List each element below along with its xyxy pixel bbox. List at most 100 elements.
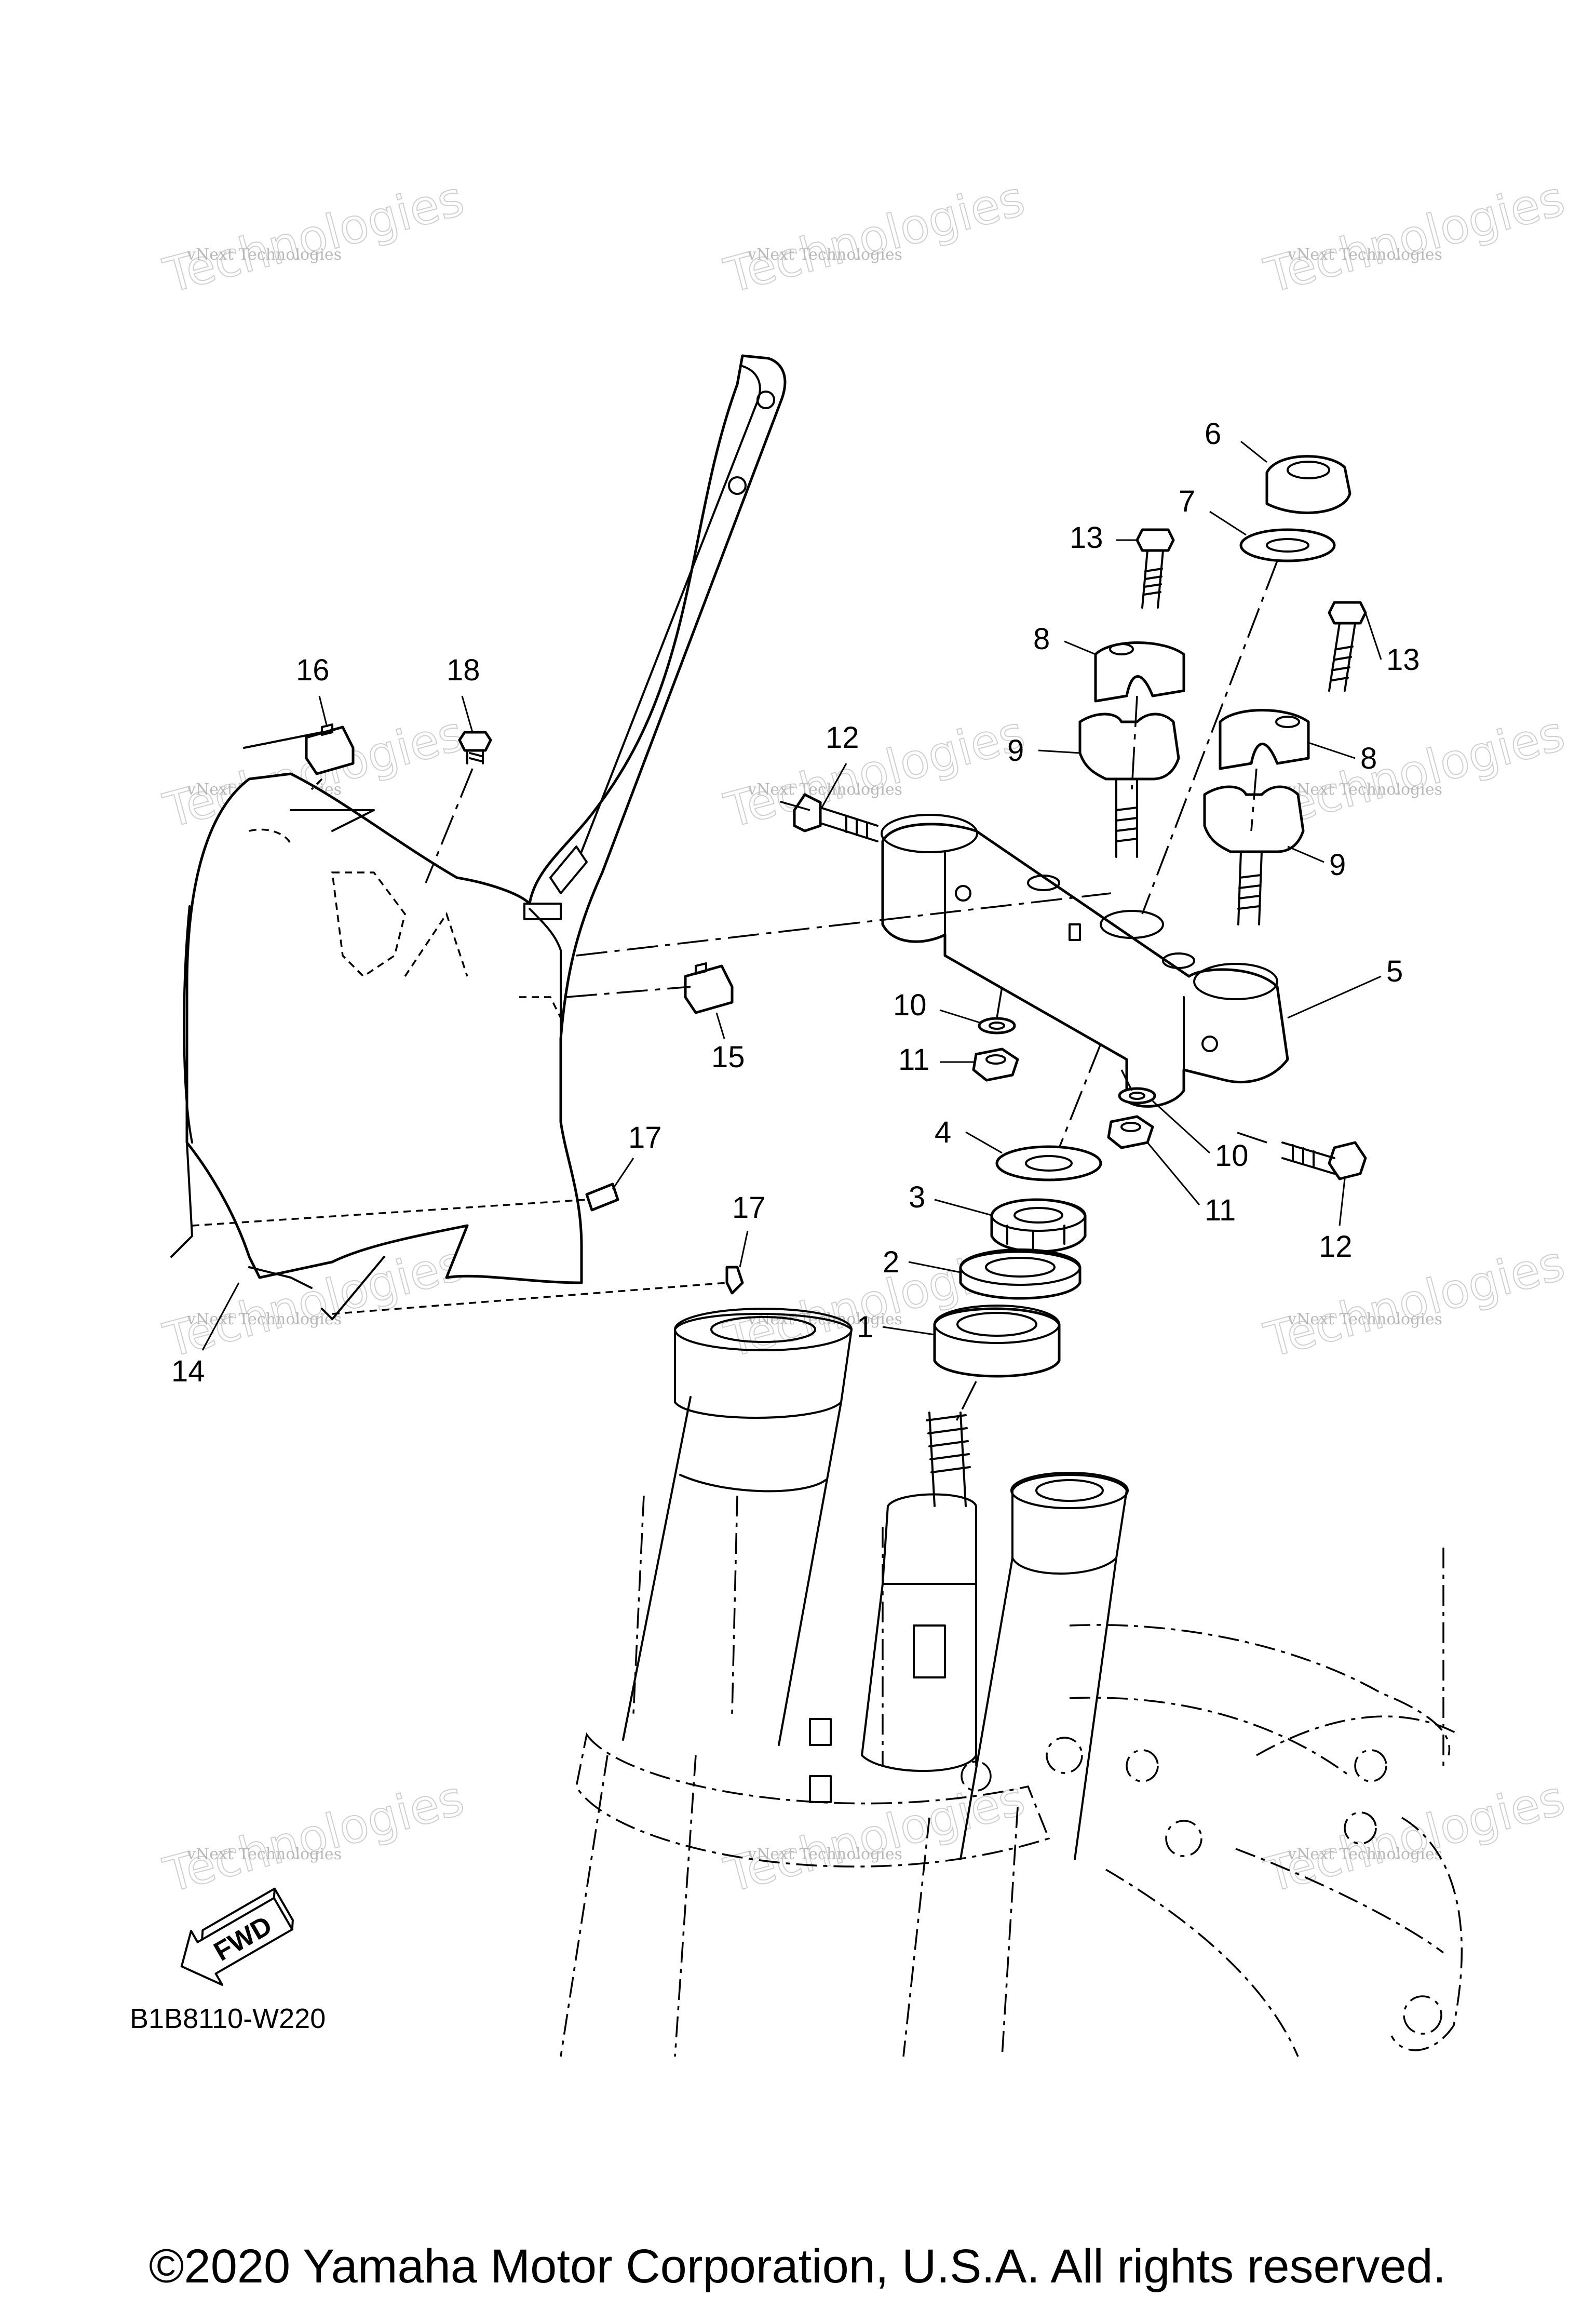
watermark: Technologies vNext Technologies <box>1259 1769 1571 1904</box>
clip-17-lower-body <box>725 1266 744 1295</box>
leader-10-left <box>939 1009 982 1024</box>
center-line-washer-10 <box>996 986 1003 1018</box>
nut-6-bore <box>1287 461 1330 479</box>
center-line-plate-clamp <box>576 892 1112 957</box>
washer-7 <box>1239 528 1336 562</box>
watermark-big-text: Technologies <box>1259 1235 1571 1368</box>
frame-bolt-ghost <box>1344 1811 1377 1845</box>
watermark-big-text: Technologies <box>1259 1770 1571 1903</box>
callout-17-lower: 17 <box>732 1191 766 1225</box>
clip-15-body <box>684 964 734 1014</box>
bar-mount-9-right-thread <box>1237 874 1262 910</box>
leader-12-left <box>819 763 847 811</box>
watermark-big-text: Technologies <box>719 1770 1031 1903</box>
clip-16-plane <box>243 731 375 832</box>
number-plate-body <box>185 354 787 1284</box>
watermark-text: vNext Technologies <box>1287 781 1442 799</box>
bolt-18-shank <box>466 749 484 764</box>
watermark-text: vNext Technologies <box>186 246 342 264</box>
washer-10-left-body <box>978 1017 1016 1035</box>
nut-11-right-body <box>1107 1115 1154 1149</box>
bolt-13-right-thread <box>1331 646 1354 681</box>
callout-17-upper: 17 <box>628 1121 662 1154</box>
nut-11-left <box>972 1047 1019 1082</box>
leader-9-left <box>1038 749 1080 754</box>
fork-cap-left <box>674 1308 853 1351</box>
bolt-12-left <box>793 793 878 842</box>
bar-clamp-8-left <box>1094 641 1185 703</box>
fork-tube-left-sides <box>622 1396 842 1746</box>
clamp-mount-hole-left <box>1027 875 1060 891</box>
watermark-text: vNext Technologies <box>747 781 902 799</box>
callout-2: 2 <box>883 1245 899 1279</box>
leader-6 <box>1240 440 1267 463</box>
center-line-bearing <box>954 1381 977 1423</box>
number-plate-slot <box>549 845 588 894</box>
bolt-13-left-head <box>1136 528 1175 552</box>
bolt-13-left <box>1136 528 1175 609</box>
leader-5 <box>1287 975 1382 1019</box>
leader-3 <box>934 1199 992 1216</box>
leader-4 <box>965 1131 1003 1154</box>
dash-line-clip-17-upper <box>192 1199 587 1227</box>
bolt-13-left-thread <box>1143 568 1163 596</box>
fork-right-lower-ghost <box>902 1807 1019 2057</box>
nut-6-body <box>1265 455 1351 514</box>
watermark: Technologies vNext Technologies <box>719 170 1031 304</box>
nut-11-right-bore <box>1120 1122 1141 1132</box>
frame-bolt-ghost <box>1126 1749 1159 1782</box>
leader-2 <box>908 1261 961 1273</box>
bolt-18-head <box>458 731 492 752</box>
leader-8-left <box>1064 640 1096 655</box>
center-line-bolt-12 <box>773 799 810 811</box>
bar-mount-9-right-body <box>1203 785 1305 853</box>
bar-clamp-8-right-hole <box>1275 716 1300 728</box>
fork-cap-left-inner <box>710 1316 816 1343</box>
frame-bolt-ghost <box>1165 1820 1202 1857</box>
washer-10-left-hole <box>989 1022 1005 1030</box>
clip-17-upper <box>585 1183 619 1212</box>
leader-12-right <box>1339 1178 1346 1226</box>
leader-8-right <box>1308 742 1356 759</box>
bar-mount-9-left-body <box>1078 713 1180 781</box>
leader-9-right <box>1287 845 1324 863</box>
bar-clamp-8-right-body <box>1219 709 1310 770</box>
callout-18: 18 <box>447 653 480 687</box>
fwd-arrow-outline <box>180 1897 293 1986</box>
seal-2-bore <box>985 1257 1056 1278</box>
number-plate <box>170 354 787 1320</box>
center-line-bolt-18 <box>425 768 474 883</box>
watermark: Technologies vNext Technologies <box>158 170 470 304</box>
number-plate-left-tab <box>170 1141 193 1258</box>
clamp-mount-hole-right <box>1162 952 1195 969</box>
callout-9-left: 9 <box>1007 734 1024 768</box>
washer-7-hole <box>1266 538 1309 553</box>
callout-11-right: 11 <box>1205 1193 1236 1227</box>
callout-10-right: 10 <box>1215 1139 1249 1173</box>
watermark-big-text: Technologies <box>1259 170 1571 304</box>
callout-13-left: 13 <box>1070 521 1103 555</box>
bearing-1 <box>933 1305 1061 1378</box>
callout-16: 16 <box>296 653 330 687</box>
steering-lock-plate <box>913 1624 946 1678</box>
center-line-stem <box>1058 1043 1102 1148</box>
frame-hole-ghost <box>1403 1995 1442 2035</box>
fork-tube-right-sides <box>959 1557 1117 1860</box>
clamp-body <box>881 823 1289 1108</box>
number-plate-bottom-tab <box>321 1256 385 1320</box>
number-plate-bottom-detail <box>248 1266 313 1289</box>
clamp-bolt-hole-right <box>1201 1036 1218 1052</box>
callout-8-right: 8 <box>1360 742 1377 775</box>
number-plate-hole-mid <box>728 476 747 495</box>
washer-10-right-body <box>1118 1087 1156 1105</box>
callout-10-left: 10 <box>893 988 927 1022</box>
stem-tabs <box>809 1718 832 1803</box>
number-plate-hidden-right <box>519 996 562 1018</box>
frame-bolt-ghost <box>1354 1749 1387 1782</box>
center-line-clip-15 <box>565 986 691 998</box>
washer-10-right-hole <box>1129 1092 1145 1100</box>
copyright-notice: ©2020 Yamaha Motor Corporation, U.S.A. A… <box>149 2240 1446 2293</box>
bolt-12-left-head <box>793 793 822 832</box>
bearing-1-top <box>934 1305 1060 1344</box>
